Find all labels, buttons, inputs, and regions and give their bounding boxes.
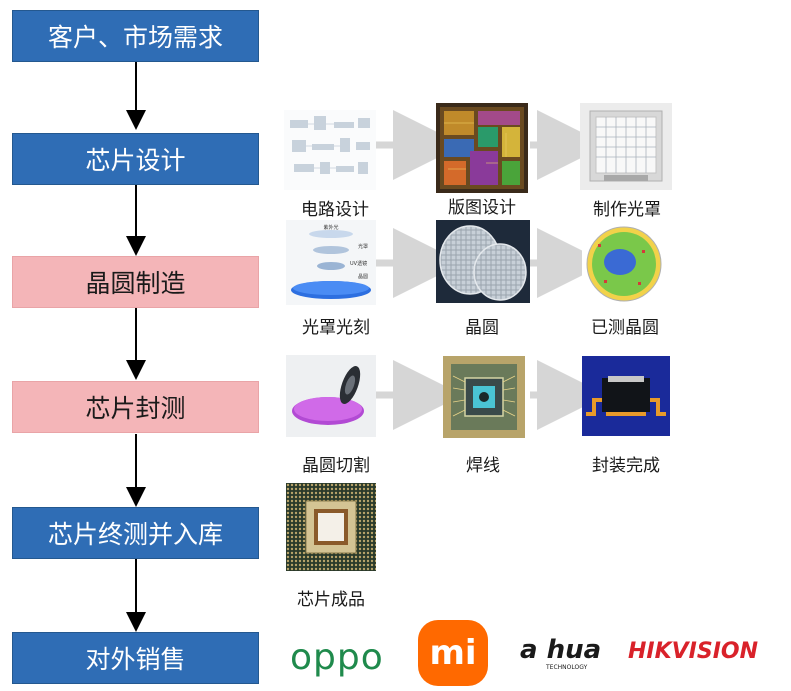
- litho-label-mask: 光罩: [358, 243, 368, 250]
- tested-wafer-image: [582, 224, 666, 304]
- layout-design-image: [436, 103, 528, 193]
- stage-label: 芯片设计: [85, 146, 186, 175]
- wafer-dicing-image: [286, 355, 376, 437]
- oppo-wordmark: oppo: [290, 637, 384, 678]
- step-right-arrows: [375, 110, 607, 430]
- stage-chip-design: 芯片设计: [12, 133, 259, 185]
- stage-label: 芯片终测并入库: [47, 520, 223, 549]
- stage-package-test: 芯片封测: [12, 381, 259, 433]
- stage-customer-demand: 客户、市场需求: [12, 10, 259, 62]
- step-label-photomask: 制作光罩: [593, 200, 661, 220]
- finished-chip-image: [286, 483, 376, 571]
- package-complete-image: [582, 356, 670, 436]
- dahua-logo: a hua TECHNOLOGY: [520, 636, 610, 671]
- step-label-package-complete: 封装完成: [592, 456, 660, 476]
- litho-label-uv: 紫外光: [323, 224, 338, 231]
- litho-label-wafer: 晶圆: [358, 274, 368, 280]
- oppo-logo: oppo: [290, 638, 384, 678]
- step-label-finished-chip: 芯片成品: [297, 590, 365, 610]
- lithography-image: 紫外光 光罩 UV透镜 晶圆: [286, 220, 376, 305]
- xiaomi-logo: mi: [418, 620, 488, 686]
- step-label-lithography: 光罩光刻: [302, 318, 370, 338]
- stage-label: 对外销售: [85, 645, 186, 674]
- stage-final-test: 芯片终测并入库: [12, 507, 259, 559]
- stage-label: 客户、市场需求: [47, 23, 223, 52]
- step-label-layout-design: 版图设计: [448, 198, 516, 218]
- dahua-tagline: TECHNOLOGY: [546, 664, 588, 671]
- wire-bonding-image: [443, 356, 525, 438]
- step-label-circuit-design: 电路设计: [301, 200, 369, 220]
- step-label-dicing: 晶圆切割: [302, 456, 370, 476]
- stage-label: 晶圆制造: [85, 269, 186, 298]
- litho-label-lens: UV透镜: [350, 260, 367, 267]
- step-label-tested-wafer: 已测晶圆: [591, 318, 659, 338]
- wafer-image: [436, 220, 530, 303]
- hikvision-wordmark: HIKVISION: [628, 639, 759, 664]
- stage-sales: 对外销售: [12, 632, 259, 684]
- stage-wafer-fab: 晶圆制造: [12, 256, 259, 308]
- stage-label: 芯片封测: [85, 394, 186, 423]
- photomask-image: [580, 103, 672, 190]
- dahua-wordmark: a hua: [520, 635, 602, 665]
- circuit-design-image: [284, 110, 376, 190]
- xiaomi-wordmark: mi: [429, 633, 477, 673]
- hikvision-logo: HIKVISION: [628, 639, 758, 664]
- step-label-wafer: 晶圆: [465, 318, 499, 338]
- step-label-wire-bonding: 焊线: [466, 456, 500, 476]
